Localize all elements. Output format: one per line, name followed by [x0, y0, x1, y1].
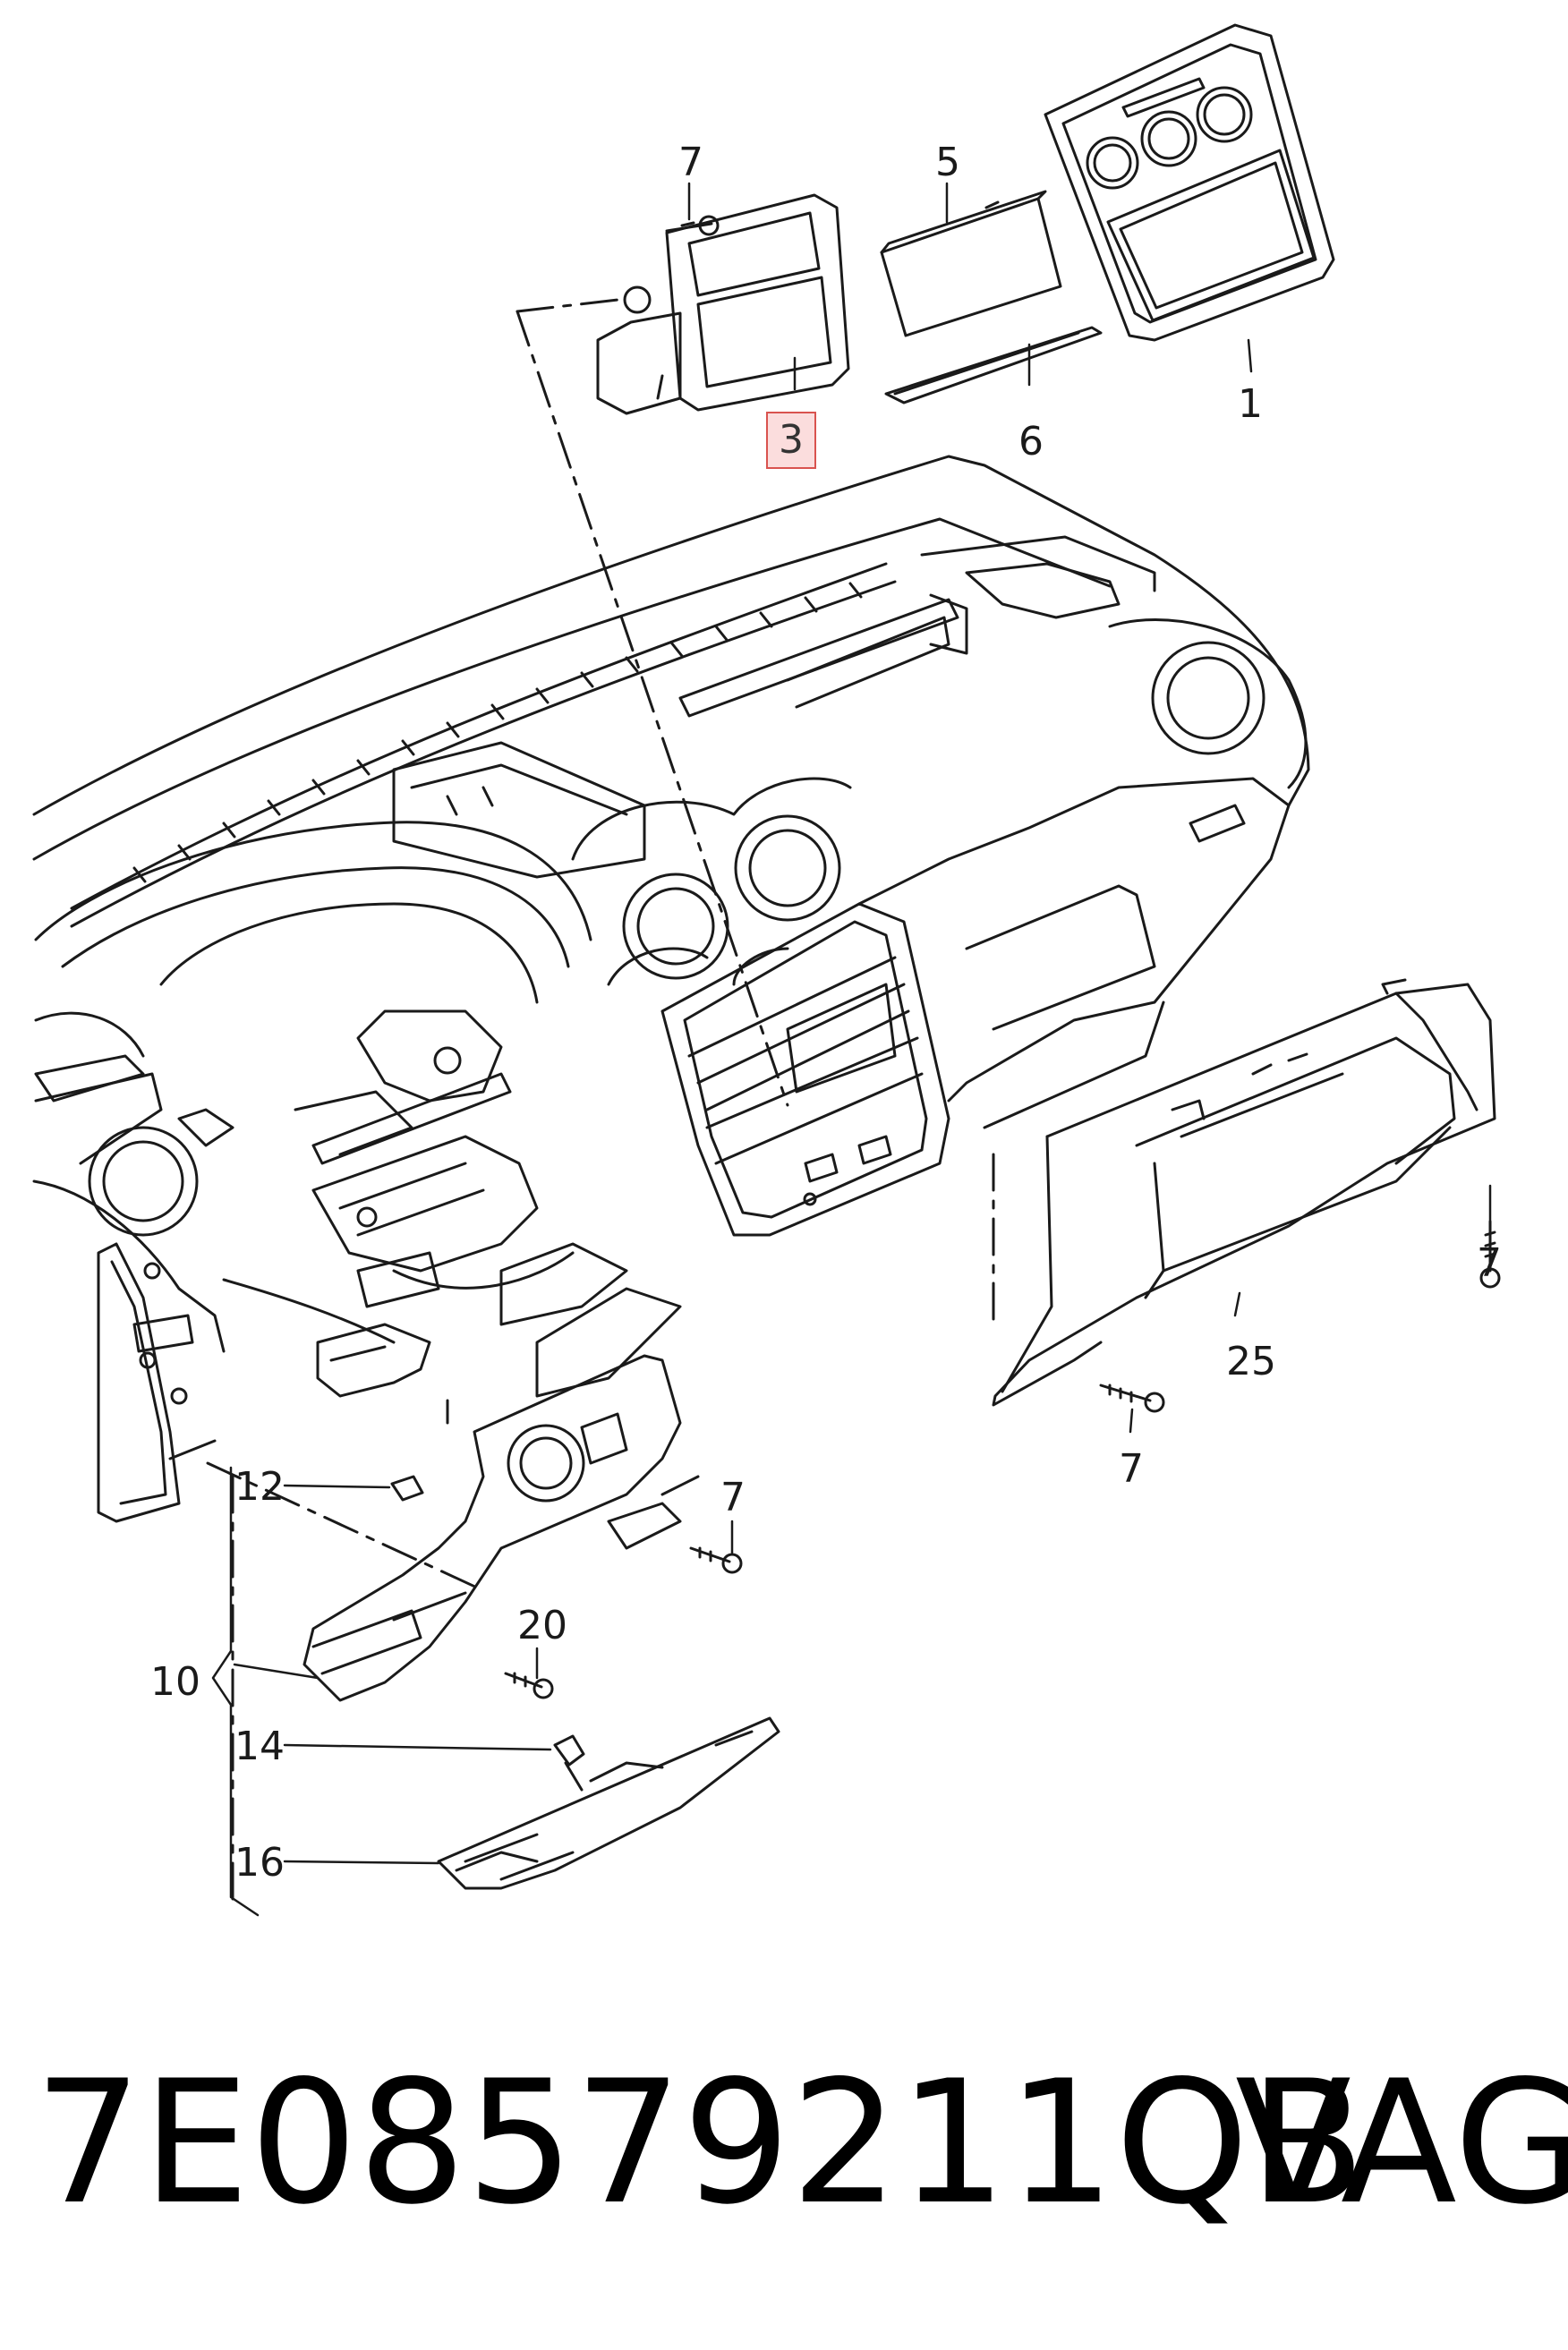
clip-12: [390, 1475, 424, 1502]
callout-7-top: 7: [678, 140, 703, 185]
screw-7-right: [1479, 1220, 1501, 1289]
callout-14: 14: [234, 1724, 285, 1769]
callout-7-bottom: 7: [1119, 1446, 1144, 1492]
mounting-frame-part-3: [596, 193, 850, 415]
screw-7-lower: [689, 1546, 743, 1574]
callout-20: 20: [517, 1603, 567, 1648]
callout-7-lower: 7: [720, 1475, 746, 1520]
callout-16: 16: [234, 1840, 285, 1886]
callout-5: 5: [935, 140, 960, 185]
lower-trim-part-16: [437, 1716, 780, 1890]
brand-name: VAG: [1235, 2044, 1568, 2242]
callout-3-highlighted: 3: [766, 412, 816, 469]
callout-10: 10: [150, 1659, 200, 1705]
lower-trim-part-10: [303, 1323, 700, 1702]
screw-7-top: [665, 215, 720, 236]
tray-mat-part-6: [884, 326, 1103, 404]
callout-6: 6: [1018, 419, 1044, 464]
callout-1: 1: [1238, 381, 1263, 427]
callout-25: 25: [1226, 1339, 1276, 1384]
leader-lines: [211, 182, 1492, 1917]
screw-20: [504, 1672, 554, 1699]
screw-7-bottom-right: [1099, 1384, 1165, 1413]
assembly-dashed-lines: [206, 298, 995, 1908]
callout-7-right: 7: [1477, 1240, 1502, 1286]
glovebox-part-25: [992, 978, 1496, 1407]
cover-part-5: [880, 190, 1062, 337]
callout-12: 12: [234, 1464, 285, 1510]
console-bezel-part-1: [1044, 23, 1335, 342]
part-number-code: 7E08579211QB: [34, 2044, 1366, 2242]
clip-14: [553, 1734, 585, 1792]
dashboard-body: [32, 455, 1310, 1523]
